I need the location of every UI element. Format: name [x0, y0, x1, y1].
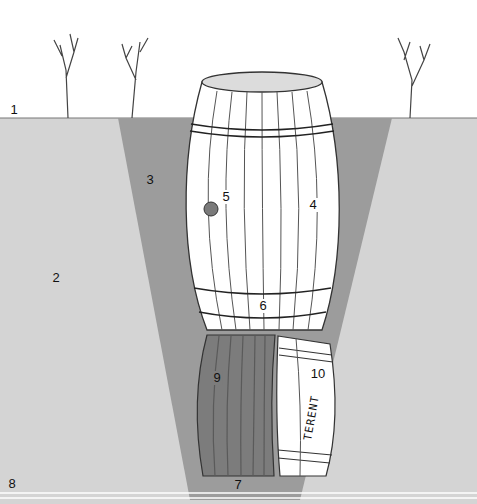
barrel-body: [186, 82, 339, 330]
barrel-stave: [296, 338, 301, 476]
tree: [122, 38, 148, 118]
callout-number: 2: [50, 271, 61, 285]
tree: [54, 34, 78, 118]
callout-number: 6: [257, 299, 268, 313]
lower-barrel-light: [277, 336, 335, 476]
barrel-hoops: [278, 348, 333, 463]
barrel-staves: [213, 336, 265, 476]
barrel-body: [197, 335, 275, 476]
barrel-body: [277, 336, 335, 476]
tree: [398, 38, 430, 118]
callout-number: 5: [220, 190, 231, 204]
barrel-inscription: TERENT: [301, 392, 323, 443]
callout-number: 8: [6, 477, 17, 491]
barrel-hoops: [190, 124, 334, 318]
water-line: [0, 493, 477, 498]
callout-number: 4: [307, 198, 318, 212]
callout-number: 1: [8, 103, 19, 117]
callout-number: 10: [309, 367, 327, 381]
upper-barrel: [186, 72, 339, 330]
callout-number: 9: [211, 371, 222, 385]
callout-number: 7: [232, 478, 243, 492]
bung-hole: [204, 202, 218, 216]
barrel-opening: [202, 72, 322, 92]
callout-number: 3: [144, 173, 155, 187]
lower-barrel-dark: [197, 335, 275, 476]
